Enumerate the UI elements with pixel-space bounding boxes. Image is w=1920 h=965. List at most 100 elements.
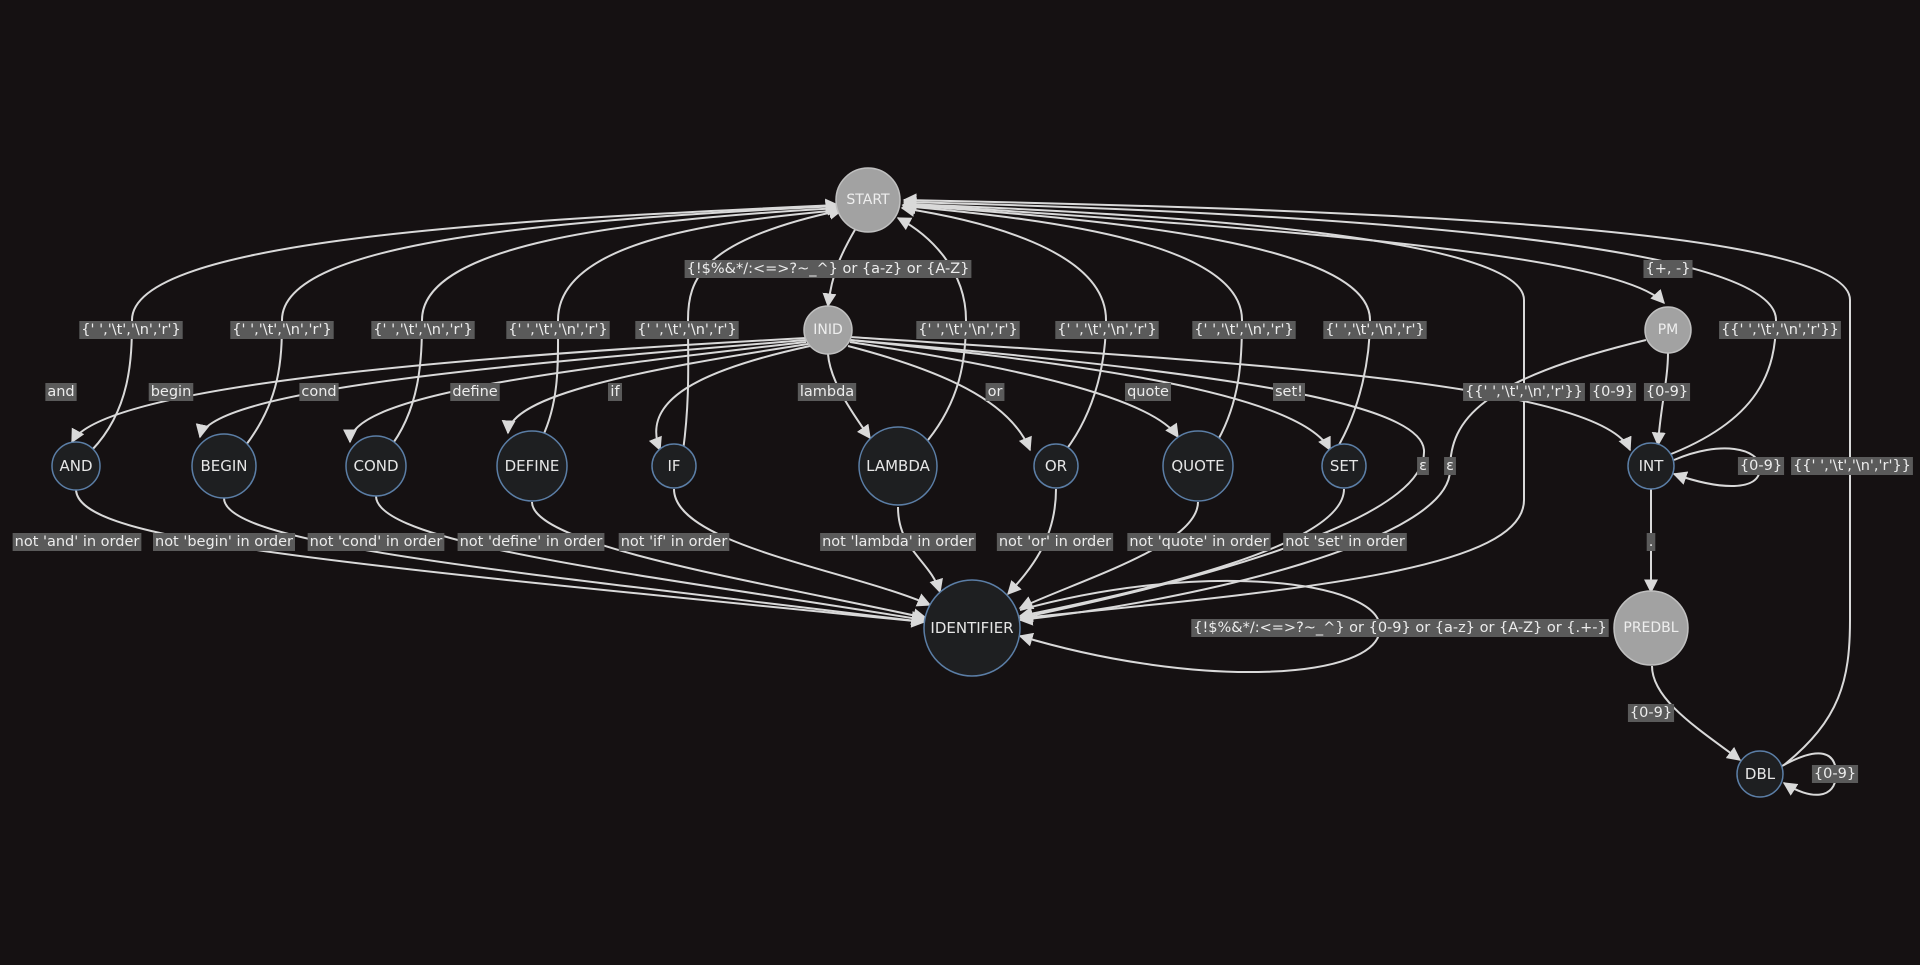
node-set-label: SET bbox=[1330, 457, 1359, 475]
edge-lambda-identifier bbox=[897, 506, 943, 594]
node-or-label: OR bbox=[1045, 457, 1067, 475]
label-digits-predbl-dbl: {0-9} bbox=[1627, 704, 1675, 722]
svg-text:{{' ','\t','\n','r'}}: {{' ','\t','\n','r'}} bbox=[1793, 458, 1911, 474]
edge-set-identifier bbox=[1018, 488, 1345, 621]
edges bbox=[71, 193, 1852, 796]
edge-quote-identifier bbox=[1018, 501, 1199, 610]
edge-start-pm bbox=[903, 203, 1665, 305]
svg-text:and: and bbox=[47, 384, 74, 400]
label-kw-lambda: lambda bbox=[797, 383, 857, 401]
node-lambda[interactable]: LAMBDA bbox=[858, 426, 938, 506]
label-dot: . bbox=[1646, 533, 1656, 551]
node-define[interactable]: DEFINE bbox=[496, 430, 568, 502]
svg-text:ε: ε bbox=[1419, 458, 1427, 474]
label-ws-lambda: {' ','\t','\n','r'} bbox=[916, 321, 1020, 339]
svg-text:{!$%&*/:<=>?~_^} or {a-z} or {: {!$%&*/:<=>?~_^} or {a-z} or {A-Z} bbox=[687, 261, 970, 277]
edge-inid-and bbox=[71, 337, 807, 444]
svg-text:{' ','\t','\n','r'}: {' ','\t','\n','r'} bbox=[1057, 322, 1156, 338]
edge-lambda-start bbox=[896, 217, 968, 441]
edge-labels: {!$%&*/:<=>?~_^} or {a-z} or {A-Z} {' ',… bbox=[12, 260, 1913, 783]
edge-inid-int bbox=[849, 336, 1632, 452]
svg-text:not 'cond' in order: not 'cond' in order bbox=[310, 534, 443, 550]
label-kw-quote: quote bbox=[1125, 383, 1171, 401]
node-cond-label: COND bbox=[353, 457, 398, 475]
svg-text:not 'begin' in order: not 'begin' in order bbox=[155, 534, 293, 550]
label-ws-define: {' ','\t','\n','r'} bbox=[506, 321, 610, 339]
label-epsilon-2: ε bbox=[1444, 457, 1456, 475]
svg-text:{{' ','\t','\n','r'}}: {{' ','\t','\n','r'}} bbox=[1465, 384, 1583, 400]
node-identifier-label: IDENTIFIER bbox=[930, 619, 1013, 637]
label-not-lambda: not 'lambda' in order bbox=[820, 533, 976, 551]
label-ws-cond: {' ','\t','\n','r'} bbox=[371, 321, 475, 339]
edge-cond-start bbox=[387, 201, 842, 451]
edge-inid-quote bbox=[849, 341, 1179, 439]
svg-text:or: or bbox=[988, 384, 1003, 400]
label-kw-define: define bbox=[450, 383, 500, 401]
edge-cond-identifier bbox=[375, 495, 926, 625]
label-ws-dbl: {{' ','\t','\n','r'}} bbox=[1791, 457, 1913, 475]
label-not-and: not 'and' in order bbox=[12, 533, 142, 551]
node-lambda-label: LAMBDA bbox=[866, 457, 930, 475]
label-kw-or: or bbox=[985, 383, 1005, 401]
node-begin-label: BEGIN bbox=[200, 457, 247, 475]
node-quote-label: QUOTE bbox=[1171, 457, 1224, 475]
edge-begin-identifier bbox=[223, 497, 926, 628]
node-if[interactable]: IF bbox=[651, 443, 697, 489]
node-if-label: IF bbox=[667, 457, 680, 475]
edge-quote-start bbox=[901, 200, 1244, 441]
label-kw-begin: begin bbox=[148, 383, 194, 401]
node-and[interactable]: AND bbox=[51, 441, 101, 491]
nodes: START INID AND BEGIN COND DEFINE IF LAM bbox=[51, 167, 1784, 798]
edge-if-start bbox=[682, 205, 844, 452]
label-start-inid: {!$%&*/:<=>?~_^} or {a-z} or {A-Z} bbox=[684, 260, 972, 278]
svg-text:ε: ε bbox=[1446, 458, 1454, 474]
edge-inid-begin bbox=[195, 339, 807, 439]
svg-text:{{' ','\t','\n','r'}}: {{' ','\t','\n','r'}} bbox=[1721, 322, 1839, 338]
node-begin[interactable]: BEGIN bbox=[191, 433, 257, 499]
svg-text:if: if bbox=[610, 384, 620, 400]
node-quote[interactable]: QUOTE bbox=[1162, 430, 1234, 502]
svg-text:{' ','\t','\n','r'}: {' ','\t','\n','r'} bbox=[1194, 322, 1293, 338]
edge-int-start bbox=[902, 195, 1778, 457]
label-not-begin: not 'begin' in order bbox=[152, 533, 296, 551]
node-identifier[interactable]: IDENTIFIER bbox=[923, 579, 1021, 677]
label-not-quote: not 'quote' in order bbox=[1127, 533, 1271, 551]
label-kw-cond: cond bbox=[299, 383, 339, 401]
node-inid[interactable]: INID bbox=[803, 305, 853, 355]
svg-text:{0-9}: {0-9} bbox=[1814, 766, 1856, 782]
label-ws-and: {' ','\t','\n','r'} bbox=[79, 321, 183, 339]
label-not-if: not 'if' in order bbox=[618, 533, 730, 551]
svg-text:.: . bbox=[1649, 534, 1654, 550]
edge-inid-define bbox=[501, 343, 809, 435]
svg-text:set!: set! bbox=[1275, 384, 1303, 400]
label-ws-or: {' ','\t','\n','r'} bbox=[1055, 321, 1159, 339]
label-not-set: not 'set' in order bbox=[1283, 533, 1407, 551]
svg-text:{' ','\t','\n','r'}: {' ','\t','\n','r'} bbox=[373, 322, 472, 338]
node-start[interactable]: START bbox=[835, 167, 901, 233]
label-epsilon-1: ε bbox=[1417, 457, 1429, 475]
edge-set-start bbox=[901, 198, 1372, 451]
node-dbl[interactable]: DBL bbox=[1736, 750, 1784, 798]
svg-text:{+, -}: {+, -} bbox=[1645, 261, 1690, 277]
node-predbl[interactable]: PREDBL bbox=[1613, 590, 1689, 666]
node-pm[interactable]: PM bbox=[1644, 306, 1692, 354]
svg-text:not 'set' in order: not 'set' in order bbox=[1285, 534, 1405, 550]
node-start-label: START bbox=[846, 192, 890, 208]
svg-text:not 'lambda' in order: not 'lambda' in order bbox=[822, 534, 974, 550]
label-digits-int-loop: {0-9} bbox=[1737, 457, 1785, 475]
node-predbl-label: PREDBL bbox=[1623, 620, 1678, 636]
svg-text:{0-9}: {0-9} bbox=[1740, 458, 1782, 474]
edge-inid-cond bbox=[343, 341, 807, 444]
node-int[interactable]: INT bbox=[1627, 442, 1675, 490]
node-or[interactable]: OR bbox=[1033, 443, 1079, 489]
label-ws-begin: {' ','\t','\n','r'} bbox=[230, 321, 334, 339]
node-set[interactable]: SET bbox=[1321, 443, 1367, 489]
label-ws-quote: {' ','\t','\n','r'} bbox=[1192, 321, 1296, 339]
node-define-label: DEFINE bbox=[505, 457, 560, 475]
node-cond[interactable]: COND bbox=[345, 435, 407, 497]
node-and-label: AND bbox=[59, 457, 92, 475]
label-plus-minus: {+, -} bbox=[1643, 260, 1693, 278]
label-digits-pm-int: {0-9} bbox=[1643, 383, 1691, 401]
edge-and-start bbox=[91, 198, 840, 451]
